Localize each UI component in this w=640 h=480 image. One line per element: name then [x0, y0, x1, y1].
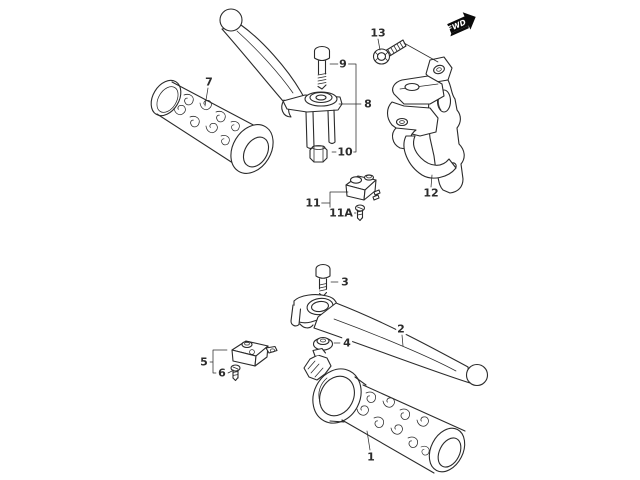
pivot-nut-4-drawing: [312, 336, 334, 351]
throttle-grip-drawing: [303, 347, 466, 474]
callout-13: 13: [369, 26, 387, 40]
callout-6: 6: [217, 366, 227, 380]
callout-4: 4: [342, 336, 352, 350]
callout-12: 12: [422, 186, 440, 200]
callout-11a: 11A: [328, 206, 354, 220]
callout-2: 2: [396, 322, 406, 336]
mounting-bolt-13-drawing: [372, 39, 407, 65]
switch-5-drawing: [231, 340, 278, 367]
left-grip-texture: [171, 91, 242, 147]
callout-1: 1: [366, 450, 376, 464]
callout-7: 7: [204, 75, 214, 89]
callout-3: 3: [340, 275, 350, 289]
bottom-lever-drawing: [290, 294, 489, 387]
callout-5: 5: [199, 355, 209, 369]
callout-10: 10: [336, 145, 354, 159]
lever-holder-12-drawing: [386, 56, 465, 194]
pivot-nut-10-drawing: [309, 145, 328, 163]
callout-9: 9: [338, 57, 348, 71]
callout-11: 11: [304, 196, 322, 210]
switch-11-drawing: [345, 174, 381, 201]
switch-screw-6-drawing: [230, 364, 241, 382]
pivot-bolt-3-drawing: [315, 263, 331, 298]
lever-bracket-8-drawing: [282, 91, 343, 150]
left-grip-drawing: [150, 79, 274, 174]
throttle-grip-texture: [355, 389, 432, 457]
pivot-bolt-9-drawing: [313, 45, 331, 90]
callout-8: 8: [363, 97, 373, 111]
fwd-indicator: FWD: [446, 12, 476, 37]
switch-screw-11a-drawing: [354, 204, 366, 222]
